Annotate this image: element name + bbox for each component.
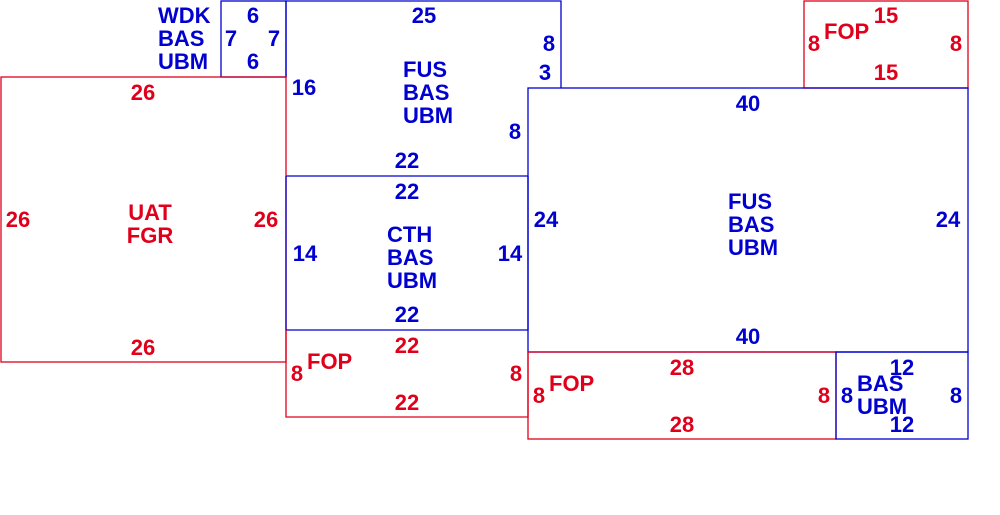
box-fus-top-label-line-1: FUS <box>403 57 447 82</box>
box-fus-top-dim-right: 8 <box>543 31 555 56</box>
box-bas-bottom-right-dim-bottom: 12 <box>890 412 914 437</box>
box-uat-fgr-label-line-2: FGR <box>127 223 174 248</box>
box-fus-large-dim-left: 24 <box>534 207 559 232</box>
box-uat-fgr-dim-bottom: 26 <box>131 335 155 360</box>
box-fop-top-right: FOP 15 15 8 8 <box>803 0 969 89</box>
box-uat-fgr-dim-left: 26 <box>6 207 30 232</box>
box-bas-bottom-right-dim-top: 12 <box>890 355 914 380</box>
box-fop-bottom-mid-dim-bottom: 28 <box>670 412 694 437</box>
box-fus-top-dim-right-2: 3 <box>539 60 551 85</box>
box-wdk-dim-right: 7 <box>268 26 280 51</box>
box-cth-label-line-3: UBM <box>387 268 437 293</box>
box-fop-top-right-dim-top: 15 <box>874 3 898 28</box>
box-fus-large: FUS BAS UBM 40 40 24 24 <box>527 87 969 353</box>
box-fop-bottom-left-dim-bottom: 22 <box>395 390 419 415</box>
box-cth-dim-bottom: 22 <box>395 302 419 327</box>
box-uat-fgr-label-line-1: UAT <box>128 200 172 225</box>
box-fop-bottom-mid-label: FOP <box>549 371 594 396</box>
box-wdk-label-line-1: WDK <box>158 3 211 28</box>
box-fop-bottom-left-label: FOP <box>307 349 352 374</box>
box-bas-bottom-right-dim-right: 8 <box>950 383 962 408</box>
box-fop-top-right-dim-left: 8 <box>808 31 820 56</box>
box-fus-large-dim-right: 24 <box>936 207 961 232</box>
box-fus-large-label-line-3: UBM <box>728 235 778 260</box>
box-cth-label-line-2: BAS <box>387 245 433 270</box>
box-fop-bottom-left-dim-left: 8 <box>291 361 303 386</box>
box-fus-top-dim-left: 16 <box>292 75 316 100</box>
box-fop-bottom-mid-dim-left: 8 <box>533 383 545 408</box>
box-fus-large-label-line-2: BAS <box>728 212 774 237</box>
box-fop-top-right-dim-bottom: 15 <box>874 60 898 85</box>
box-cth-dim-right: 14 <box>498 241 523 266</box>
box-fop-bottom-mid-dim-right: 8 <box>818 383 830 408</box>
box-fus-large-label-line-1: FUS <box>728 189 772 214</box>
box-cth-dim-left: 14 <box>293 241 318 266</box>
box-fop-bottom-mid: FOP 28 28 8 8 <box>527 351 837 440</box>
box-wdk-dim-left: 7 <box>225 26 237 51</box>
box-fop-bottom-left-dim-top: 22 <box>395 333 419 358</box>
box-fus-top-dim-bottom: 22 <box>395 148 419 173</box>
box-bas-bottom-right: BAS UBM 12 12 8 8 <box>835 351 969 440</box>
box-wdk: WDK BAS UBM 6 6 7 7 <box>158 0 287 78</box>
box-fus-top: FUS BAS UBM 25 22 16 8 3 8 <box>285 0 562 177</box>
box-fus-large-dim-bottom: 40 <box>736 324 760 349</box>
box-fus-top-label-line-3: UBM <box>403 103 453 128</box>
box-wdk-dim-top: 6 <box>247 3 259 28</box>
box-uat-fgr: UAT FGR 26 26 26 26 <box>0 76 287 363</box>
box-wdk-label-line-2: BAS <box>158 26 204 51</box>
box-fus-top-outline <box>285 0 562 88</box>
box-bas-bottom-right-dim-left: 8 <box>841 383 853 408</box>
box-fop-top-right-dim-right: 8 <box>950 31 962 56</box>
box-cth-label-line-1: CTH <box>387 222 432 247</box>
box-fus-large-dim-top: 40 <box>736 91 760 116</box>
box-fop-bottom-mid-dim-top: 28 <box>670 355 694 380</box>
box-bas-bottom-right-outline <box>835 351 969 440</box>
box-bas-bottom-right-label-line-2: UBM <box>857 394 907 419</box>
box-uat-fgr-dim-top: 26 <box>131 80 155 105</box>
box-fop-bottom-left-dim-right: 8 <box>510 361 522 386</box>
box-cth: CTH BAS UBM 22 22 14 14 <box>285 176 529 331</box>
box-fop-top-right-label: FOP <box>824 19 869 44</box>
box-wdk-label-line-3: UBM <box>158 49 208 74</box>
box-fop-bottom-left: FOP 22 22 8 8 <box>285 330 529 418</box>
box-fus-top-dim-right-3: 8 <box>509 119 521 144</box>
box-fus-top-dim-top: 25 <box>412 3 436 28</box>
box-uat-fgr-dim-right: 26 <box>254 207 278 232</box>
box-fus-top-label-line-2: BAS <box>403 80 449 105</box>
box-cth-dim-top: 22 <box>395 179 419 204</box>
box-bas-bottom-right-label-line-1: BAS <box>857 371 903 396</box>
box-wdk-dim-bottom: 6 <box>247 49 259 74</box>
